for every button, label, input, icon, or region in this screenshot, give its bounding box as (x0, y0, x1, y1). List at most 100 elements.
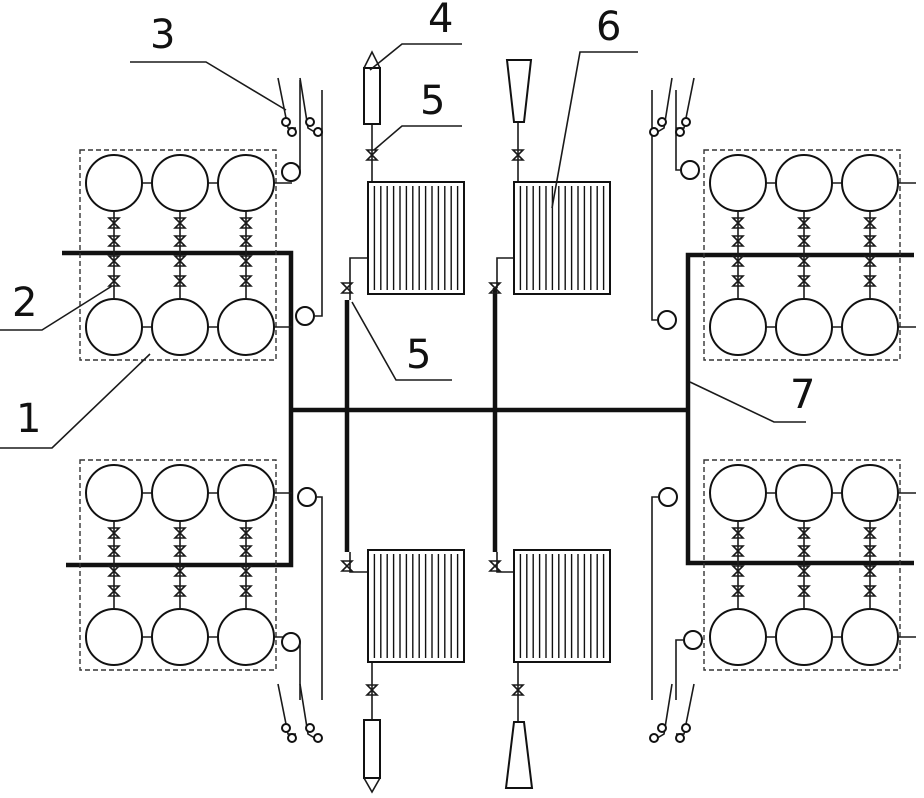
valve-icon (731, 585, 745, 597)
feed-line (651, 90, 658, 321)
feed-line (675, 639, 684, 700)
valve-icon (173, 217, 187, 229)
valve-icon (863, 527, 877, 539)
exchanger-link (349, 552, 368, 573)
valve-icon (731, 235, 745, 247)
valve-icon (107, 235, 121, 247)
valve-icon (797, 217, 811, 229)
valve-icon (239, 235, 253, 247)
valve-icon (173, 275, 187, 287)
valve-icon (488, 282, 502, 294)
pulley-icon (683, 630, 703, 650)
valve-icon (863, 235, 877, 247)
valve-icon (239, 527, 253, 539)
valve-icon (365, 684, 379, 696)
valve-icon (173, 527, 187, 539)
pulley-icon (658, 487, 678, 507)
pulley-icon (297, 487, 317, 507)
valve-icon (731, 545, 745, 557)
scraper-top-right (649, 77, 695, 137)
valve-icon (239, 545, 253, 557)
exchanger-body (367, 181, 465, 295)
tank-circle (151, 298, 209, 356)
tank-circle (217, 154, 275, 212)
tank-circle (151, 608, 209, 666)
tank-group-top-right (703, 149, 916, 361)
valve-icon (797, 255, 811, 267)
callout-7: 7 (790, 372, 815, 418)
valve-icon (797, 565, 811, 577)
roller-icon (649, 127, 659, 137)
leader-7 (689, 381, 806, 423)
valve-icon (173, 545, 187, 557)
roller-icon (287, 127, 297, 137)
valve-icon (173, 565, 187, 577)
tank-circle (85, 298, 143, 356)
feed-line (651, 496, 659, 700)
valve-icon (863, 585, 877, 597)
roller-icon (657, 723, 667, 733)
exchanger-link (496, 552, 514, 573)
callout-labels: 1 2 3 4 5 5 6 7 (12, 0, 815, 442)
callout-5-lower: 5 (406, 332, 431, 378)
scraper-top-left (277, 77, 323, 137)
valve-icon (239, 275, 253, 287)
valve-icon (107, 527, 121, 539)
valve-icon (731, 217, 745, 229)
tank-circle (841, 464, 899, 522)
tank-circle (841, 298, 899, 356)
tank-group-frame (703, 459, 901, 671)
leader-2 (0, 285, 113, 331)
feed-line (316, 496, 323, 700)
exchanger-body (513, 549, 611, 663)
roller-icon (313, 733, 323, 743)
valve-icon (488, 560, 502, 572)
valve-icon (731, 255, 745, 267)
cylinder-top (363, 67, 381, 125)
valve-icon (173, 235, 187, 247)
scraper-bottom-left (277, 683, 323, 743)
tank-circle (217, 464, 275, 522)
tank-group-frame (79, 459, 277, 671)
cylinder-cap (363, 777, 381, 794)
exchanger-top-left (367, 181, 465, 295)
tank-circle (85, 464, 143, 522)
pulley-icon (680, 160, 700, 180)
end-equipment (277, 50, 695, 794)
roller-icon (675, 127, 685, 137)
valve-icon (797, 585, 811, 597)
feed-line (675, 90, 681, 171)
callout-4: 4 (428, 0, 453, 42)
callout-leaders (0, 43, 806, 449)
leader-4 (369, 43, 462, 71)
valve-icon (863, 545, 877, 557)
valve-icon (107, 255, 121, 267)
exchanger-bottom-left (367, 549, 465, 663)
tank-group-bottom-left (79, 459, 292, 671)
roller-icon (657, 117, 667, 127)
exchanger-body (367, 549, 465, 663)
valve-icon (797, 527, 811, 539)
nozzle-top (505, 59, 533, 123)
leader-3 (130, 61, 287, 111)
tank-circle (709, 608, 767, 666)
tank-group-frame (79, 149, 277, 361)
tank-circle (841, 608, 899, 666)
valve-icon (173, 585, 187, 597)
valve-icon (239, 217, 253, 229)
tank-circle (151, 464, 209, 522)
valve-icon (107, 565, 121, 577)
valve-icon (797, 545, 811, 557)
valve-icon (107, 217, 121, 229)
valve-icon (239, 585, 253, 597)
tank-circle (217, 608, 275, 666)
tank-circle (709, 464, 767, 522)
roller-icon (305, 117, 315, 127)
feed-line (314, 90, 323, 317)
exchanger-top-right (513, 181, 611, 295)
tank-circle (709, 154, 767, 212)
roller-icon (281, 117, 291, 127)
feed-lines (281, 80, 703, 722)
valve-icon (340, 560, 354, 572)
